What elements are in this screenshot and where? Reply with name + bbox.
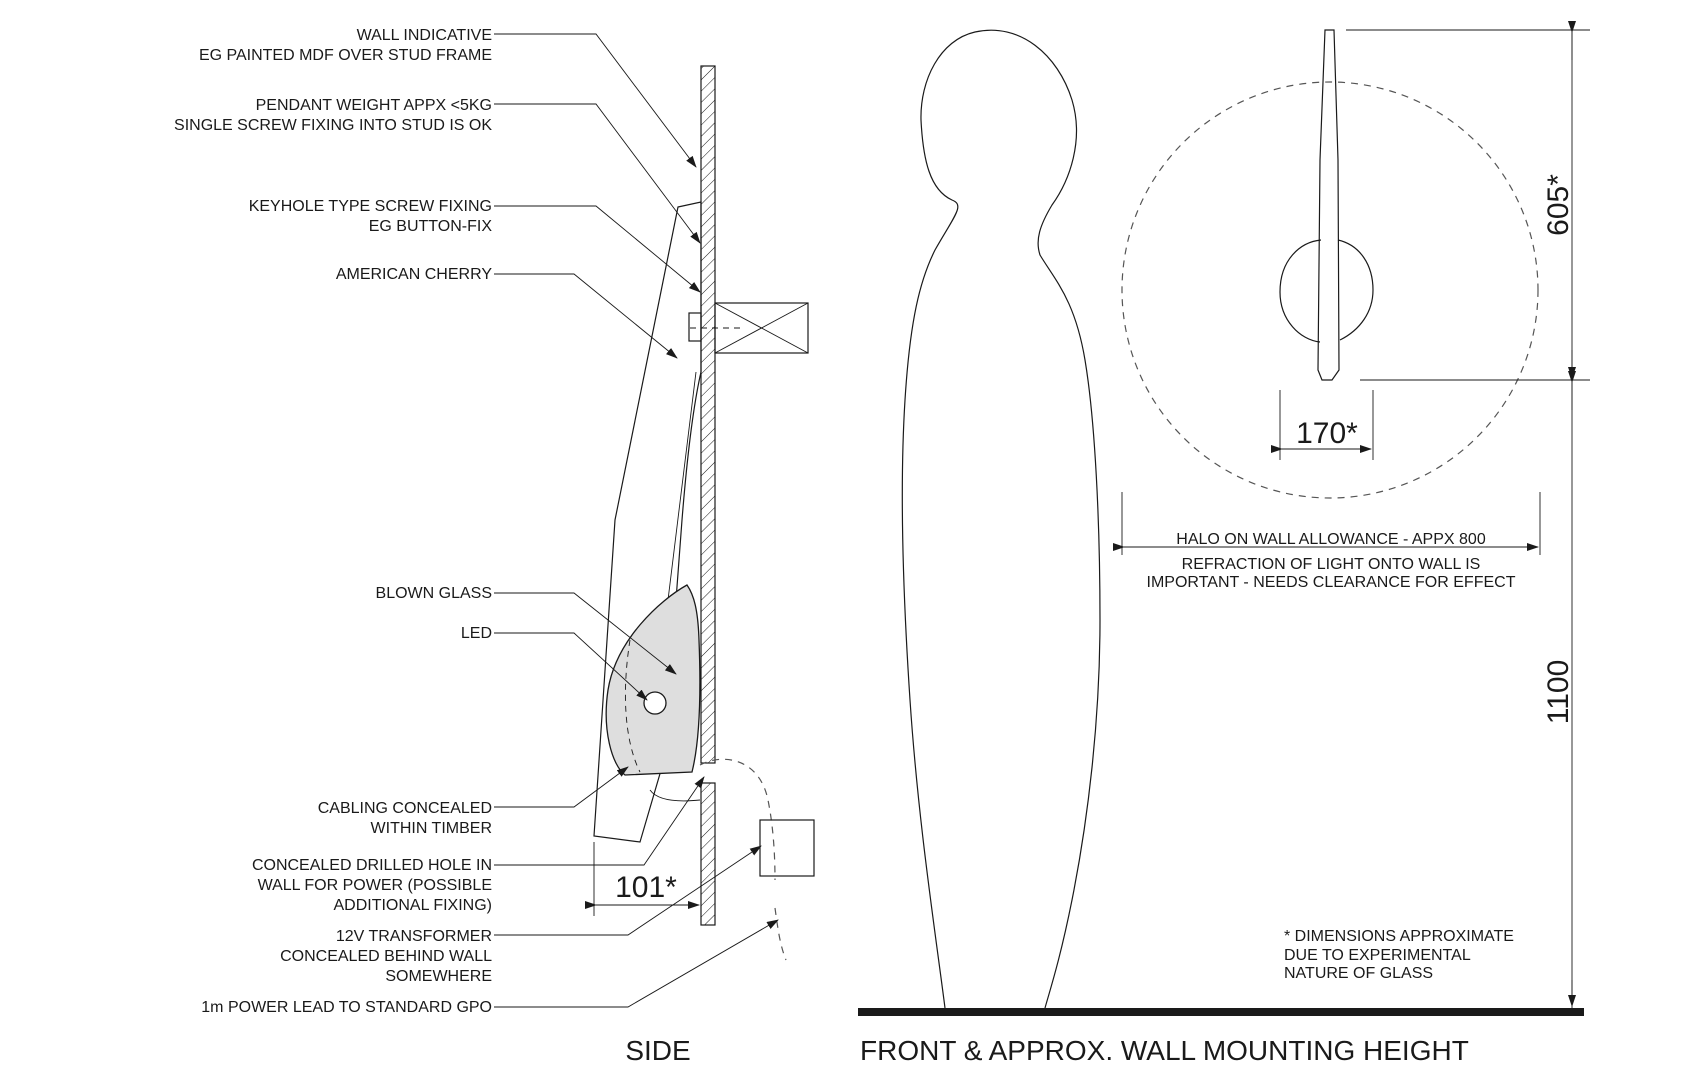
power-lead — [774, 907, 787, 961]
stud-frame — [688, 302, 809, 354]
power-cable — [699, 758, 776, 881]
height-dimensions: 605* 1100 — [1346, 21, 1590, 1010]
note-approx-3: NATURE OF GLASS — [1284, 965, 1433, 982]
side-labels: WALL INDICATIVE EG PAINTED MDF OVER STUD… — [174, 27, 492, 1016]
blown-glass-shape — [605, 584, 701, 776]
width-dimension: 170* — [1271, 390, 1374, 460]
label-wall-2: EG PAINTED MDF OVER STUD FRAME — [199, 47, 492, 64]
floor-line — [858, 1008, 1584, 1016]
depth-dimension: 101* — [585, 842, 700, 916]
label-lead: 1m POWER LEAD TO STANDARD GPO — [201, 999, 492, 1016]
dim-width: 170* — [1296, 417, 1358, 450]
label-keyhole-2: EG BUTTON-FIX — [369, 218, 493, 235]
label-cabling-2: WITHIN TIMBER — [371, 820, 492, 837]
dim-fixture-height: 605* — [1542, 174, 1575, 236]
label-halo: HALO ON WALL ALLOWANCE - APPX 800 — [1176, 531, 1486, 548]
label-cherry: AMERICAN CHERRY — [336, 266, 493, 283]
note-approx-2: DUE TO EXPERIMENTAL — [1284, 947, 1471, 964]
label-hole-1: CONCEALED DRILLED HOLE IN — [252, 857, 492, 874]
label-refraction-1: REFRACTION OF LIGHT ONTO WALL IS — [1182, 556, 1481, 573]
leader-lines — [494, 33, 779, 1008]
side-view: WALL INDICATIVE EG PAINTED MDF OVER STUD… — [174, 27, 815, 1066]
halo-circle — [1121, 81, 1539, 499]
label-transformer-1: 12V TRANSFORMER — [336, 928, 492, 945]
label-cabling-1: CABLING CONCEALED — [318, 800, 492, 817]
label-keyhole-1: KEYHOLE TYPE SCREW FIXING — [249, 198, 492, 215]
dim-mount-height: 1100 — [1542, 660, 1575, 725]
led-icon — [643, 691, 667, 715]
fixture-front — [1279, 29, 1374, 381]
label-refraction-2: IMPORTANT - NEEDS CLEARANCE FOR EFFECT — [1147, 574, 1516, 591]
human-silhouette — [901, 29, 1101, 1009]
label-glass: BLOWN GLASS — [376, 585, 492, 602]
label-hole-3: ADDITIONAL FIXING) — [333, 897, 492, 914]
label-wall-1: WALL INDICATIVE — [357, 27, 492, 44]
halo-dimension: HALO ON WALL ALLOWANCE - APPX 800 REFRAC… — [1113, 492, 1541, 591]
note-approx-1: * DIMENSIONS APPROXIMATE — [1284, 928, 1514, 945]
approximation-note: * DIMENSIONS APPROXIMATE DUE TO EXPERIME… — [1284, 928, 1514, 982]
wall-section — [700, 65, 716, 926]
label-transformer-3: SOMEWHERE — [385, 968, 492, 985]
dim-depth: 101* — [615, 871, 677, 904]
title-side: SIDE — [625, 1035, 690, 1066]
title-front: FRONT & APPROX. WALL MOUNTING HEIGHT — [860, 1035, 1469, 1066]
label-led: LED — [461, 625, 492, 642]
label-weight-1: PENDANT WEIGHT APPX <5KG — [256, 97, 492, 114]
label-transformer-2: CONCEALED BEHIND WALL — [280, 948, 492, 965]
transformer-box — [759, 819, 815, 877]
label-weight-2: SINGLE SCREW FIXING INTO STUD IS OK — [174, 117, 492, 134]
label-hole-2: WALL FOR POWER (POSSIBLE — [258, 877, 492, 894]
front-view: 170* HALO ON WALL ALLOWANCE - APPX 800 R… — [858, 21, 1590, 1066]
